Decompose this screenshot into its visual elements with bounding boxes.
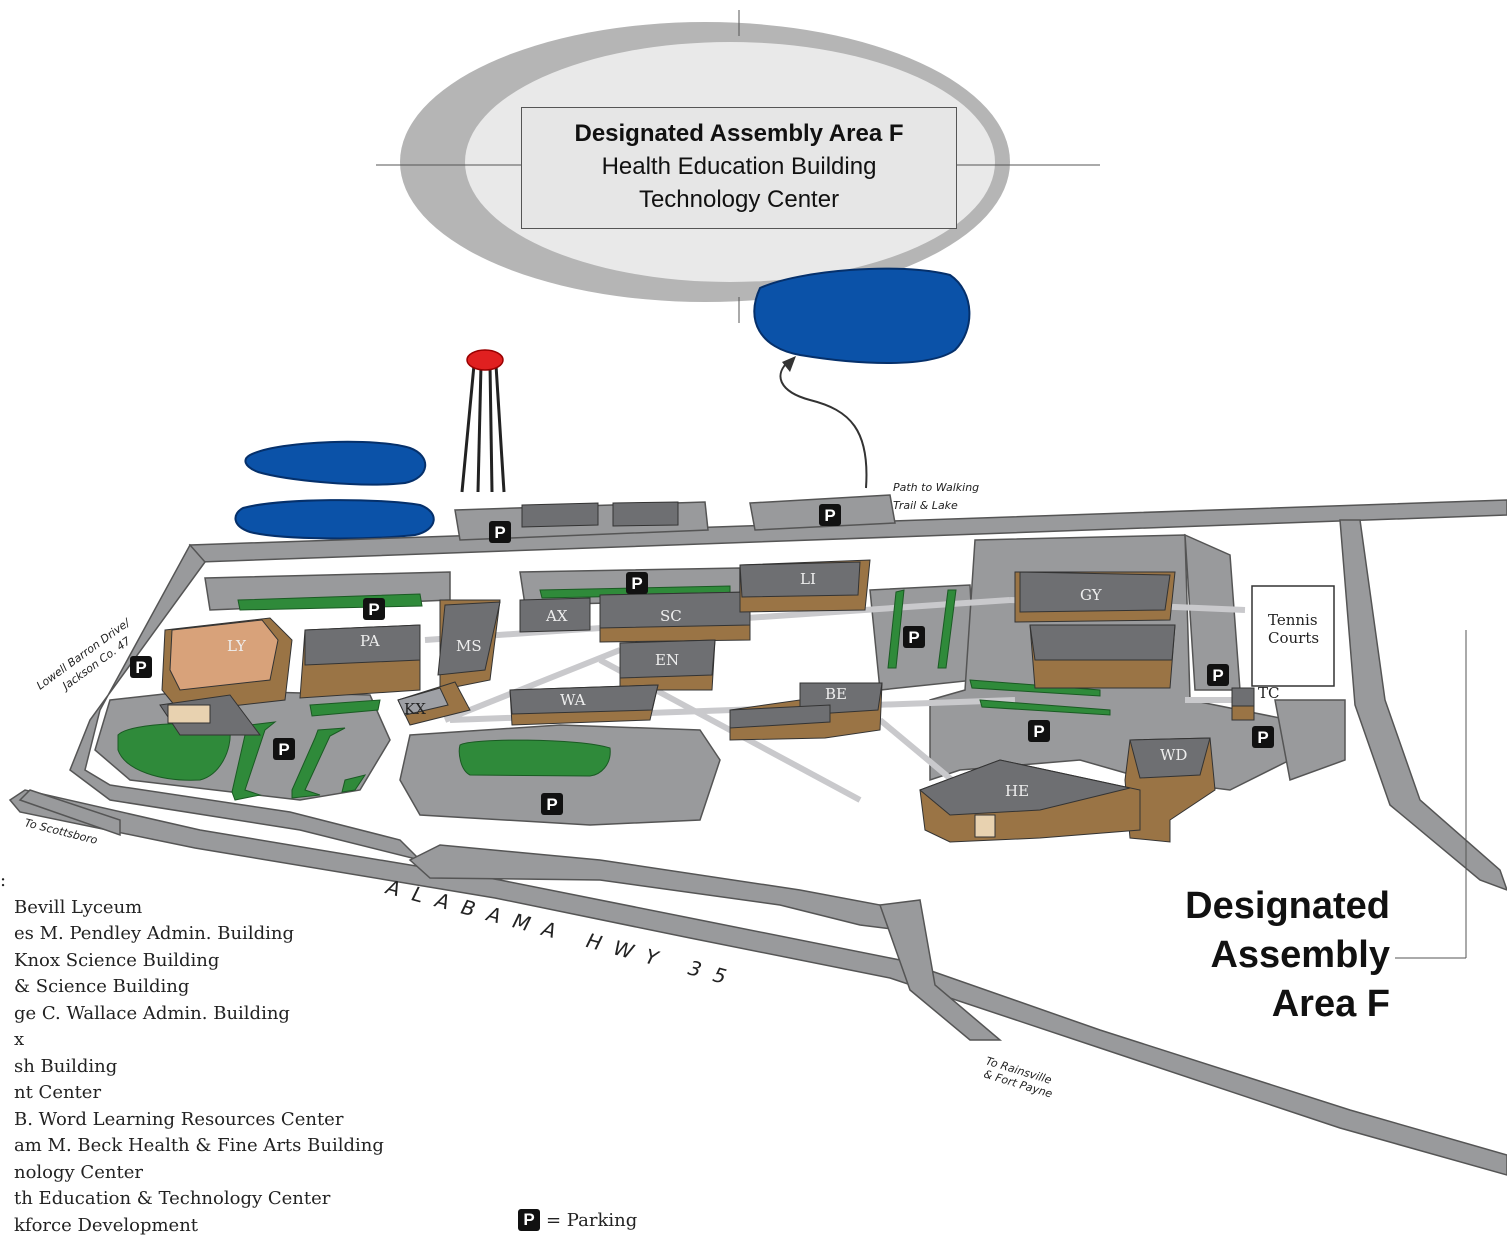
grass-strip-east-b (937, 589, 957, 669)
lake-west-upper (244, 440, 427, 486)
assembly-label-line2: Assembly (1210, 934, 1390, 976)
parking-p: P (368, 600, 379, 619)
bldg-label-wa: WA (560, 691, 586, 709)
grass-island-3 (309, 699, 381, 717)
building-GY (1014, 571, 1176, 689)
bldg-label-he: HE (1005, 782, 1029, 800)
building-TC (1231, 687, 1255, 721)
grass-center-south (458, 739, 611, 777)
grass-island-4 (341, 774, 367, 793)
path-to-lake-arrow (779, 359, 868, 489)
bldg-label-gy: GY (1080, 586, 1103, 604)
parking-p: P (631, 574, 642, 593)
buildings (159, 501, 1255, 843)
building-LY (159, 617, 293, 736)
parking-p: P (824, 506, 835, 525)
south-connector (878, 899, 1003, 1041)
grass-island-1 (231, 721, 277, 801)
bldg-label-li: LI (800, 570, 816, 588)
path-arrowhead (782, 356, 796, 372)
building-WA (509, 684, 659, 726)
bldg-label-ax: AX (545, 607, 568, 625)
east-connector (1339, 519, 1507, 891)
lake-north (753, 267, 971, 364)
bldg-label-tc: TC (1258, 684, 1279, 702)
parking-key-icon: P (518, 1209, 540, 1231)
building-PA (299, 624, 421, 699)
building-AX (519, 597, 591, 633)
bldg-label-be: BE (825, 685, 847, 703)
assembly-area-callout: Designated Assembly Area F Health Educat… (521, 107, 957, 229)
parking-p: P (135, 658, 146, 677)
parking-p: P (1212, 666, 1223, 685)
assembly-label-line1: Designated (1185, 885, 1390, 927)
water-tower (460, 349, 506, 493)
legend-item: th Education & Technology Center (14, 1188, 331, 1209)
bldg-label-sc: SC (660, 607, 682, 625)
legend-item: x (14, 1029, 25, 1050)
bldg-label-kx: KX (404, 700, 426, 718)
legend-item: kforce Development (14, 1214, 199, 1236)
building-north-2 (612, 501, 679, 527)
west-road-down (18, 789, 121, 837)
parking-key-label: = Parking (546, 1209, 638, 1231)
tennis-courts (1251, 585, 1335, 687)
legend-item: ge C. Wallace Admin. Building (14, 1002, 290, 1024)
grass-strip-gy-b (979, 699, 1111, 716)
assembly-label-line3: Area F (1271, 983, 1390, 1025)
grass-strip-east-a (887, 589, 905, 669)
legend-item: Knox Science Building (14, 949, 220, 971)
legend-item: : (0, 870, 7, 891)
legend-item: nt Center (14, 1082, 102, 1103)
walking-trail-label-2: Trail & Lake (893, 499, 958, 512)
legend-item: Bevill Lyceum (14, 896, 143, 918)
building-labels: LY PA MS KX AX SC LI EN WA BE GY TC WD H… (227, 570, 1279, 800)
building-SC (599, 591, 751, 643)
building-LI (739, 559, 871, 613)
lake-west-lower (234, 499, 435, 540)
bldg-label-ms: MS (456, 637, 482, 655)
parking-p: P (494, 523, 505, 542)
building-KX (397, 681, 471, 726)
legend-item: es M. Pendley Admin. Building (14, 923, 294, 944)
legend-item: B. Word Learning Resources Center (14, 1108, 344, 1130)
roads (8, 499, 1507, 1176)
building-EN (619, 639, 716, 691)
callout-title: Designated Assembly Area F (574, 120, 904, 147)
grass-lyceum (117, 723, 231, 781)
bldg-label-en: EN (655, 651, 679, 669)
building-BE (729, 682, 883, 741)
building-MS (437, 599, 501, 691)
legend-item: nology Center (14, 1161, 143, 1183)
parking-p: P (1033, 722, 1044, 741)
building-WD (1124, 737, 1216, 843)
callout-building-1: Health Education Building (601, 153, 877, 180)
parking-badges: P P P P P P P P P P P (130, 504, 1274, 815)
building-HE (919, 759, 1141, 843)
parking-p: P (1257, 728, 1268, 747)
legend-item: & Science Building (14, 976, 190, 997)
parking-key: P = Parking (518, 1209, 637, 1231)
callout-building-2: Technology Center (638, 186, 840, 213)
parking-p: P (546, 795, 557, 814)
bldg-label-pa: PA (360, 632, 380, 650)
parking-p: P (908, 628, 919, 647)
parking-p: P (278, 740, 289, 759)
grass-island-2 (291, 727, 346, 799)
assembly-area-label: Designated Assembly Area F (1110, 882, 1390, 1029)
legend-item: sh Building (14, 1055, 118, 1077)
tennis-label-2: Courts (1268, 629, 1319, 647)
building-north-1 (521, 502, 599, 528)
walking-trail-label-1: Path to Walking (893, 481, 979, 494)
lot-east-south (1274, 699, 1346, 782)
building-legend: : Bevill Lyceum es M. Pendley Admin. Bui… (0, 868, 420, 1239)
bldg-label-ly: LY (227, 637, 247, 655)
tennis-label-1: Tennis (1268, 611, 1318, 629)
bldg-label-wd: WD (1160, 746, 1187, 764)
legend-item: am M. Beck Health & Fine Arts Building (14, 1135, 384, 1156)
